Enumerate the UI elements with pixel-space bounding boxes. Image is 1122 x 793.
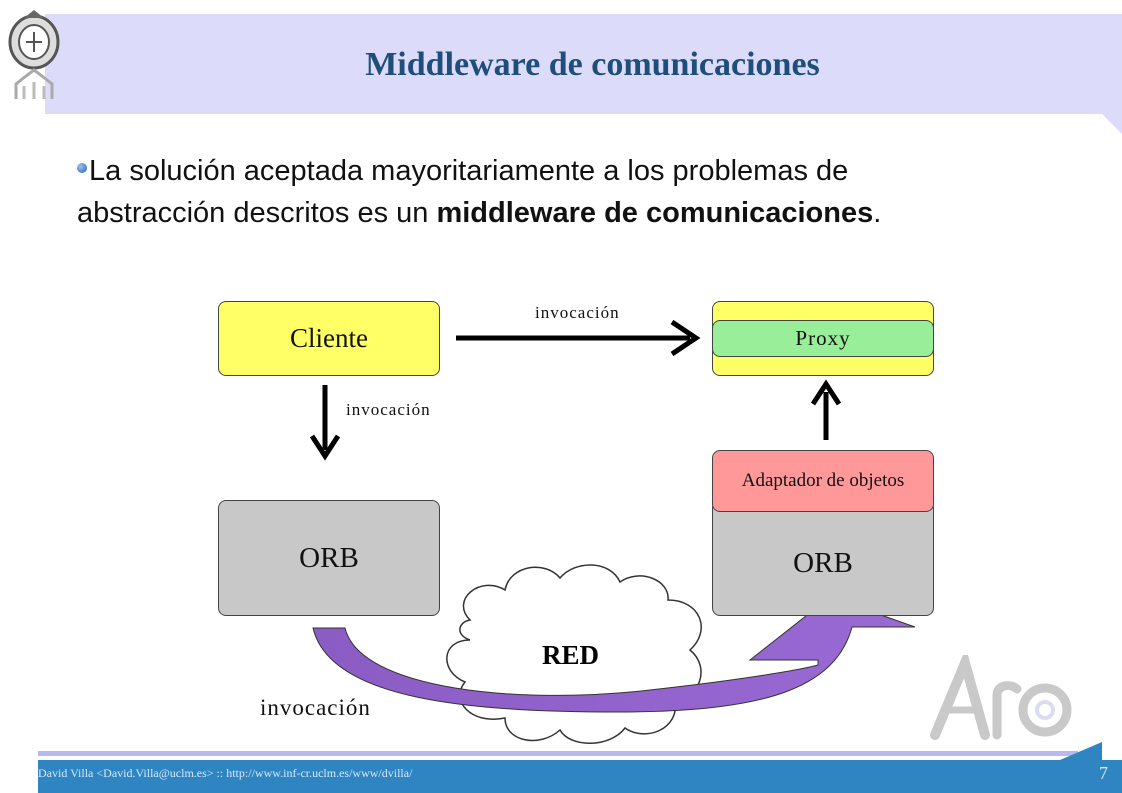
page-number: 7 bbox=[1099, 763, 1108, 783]
bullet-text-after: . bbox=[873, 197, 882, 229]
footer-notch bbox=[1060, 742, 1102, 760]
footer-author: David Villa <David.Villa@uclm.es> :: htt… bbox=[38, 766, 413, 780]
footer-bar bbox=[38, 760, 1122, 793]
adaptador-box: Adaptador de objetos bbox=[712, 450, 934, 512]
bullet-icon bbox=[77, 163, 87, 174]
bullet-bold-text: middleware de comunicaciones bbox=[436, 197, 874, 229]
bullet-paragraph: La solución aceptada mayoritariamente a … bbox=[77, 150, 997, 234]
arrow-head-up bbox=[810, 379, 842, 406]
orb-left-box: ORB bbox=[218, 500, 440, 616]
university-crest-icon bbox=[8, 10, 60, 99]
header-notch bbox=[1102, 114, 1122, 134]
orb-right-box: ORB bbox=[712, 500, 934, 616]
purple-curved-arrow bbox=[312, 596, 916, 713]
footer-line bbox=[38, 751, 1078, 756]
red-label: RED bbox=[542, 640, 600, 670]
cliente-box: Cliente bbox=[218, 301, 440, 376]
arrow-head-right bbox=[670, 319, 701, 357]
proxy-box: Proxy bbox=[712, 320, 934, 357]
arrow-head-down bbox=[309, 434, 341, 461]
arco-logo-icon bbox=[930, 655, 1072, 740]
header-band bbox=[45, 14, 1122, 114]
page-title: Middleware de comunicaciones bbox=[365, 46, 820, 83]
label-invocacion-bottom: invocación bbox=[260, 695, 371, 720]
label-invocacion-top: invocación bbox=[535, 303, 620, 322]
bullet-text-before: La solución aceptada mayoritariamente a … bbox=[77, 155, 849, 229]
label-invocacion-left: invocación bbox=[346, 400, 431, 419]
